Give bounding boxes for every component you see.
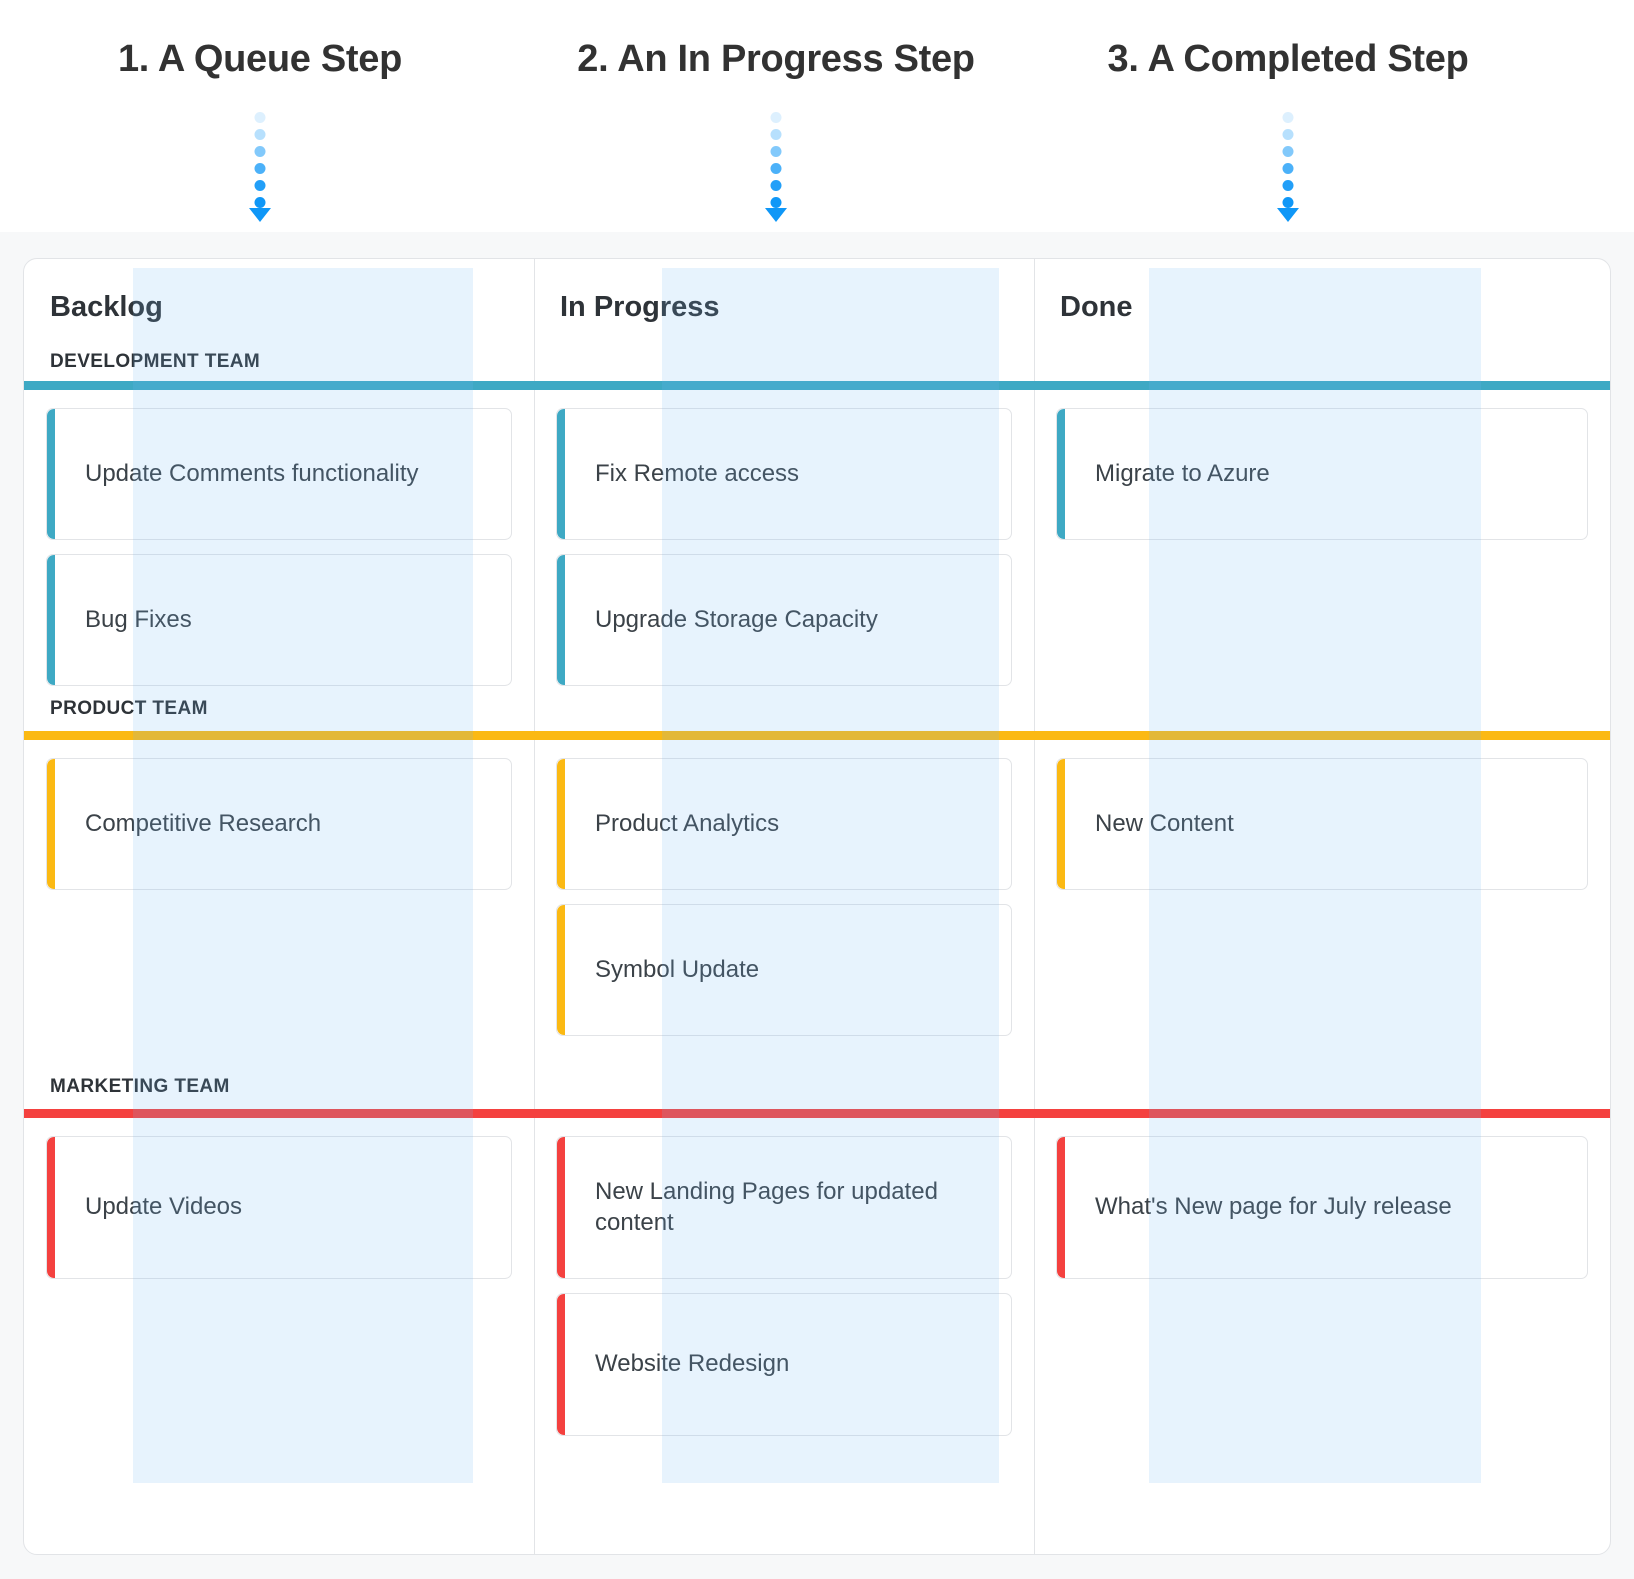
lane-development-backlog: Update Comments functionality Bug Fixes … xyxy=(24,381,534,731)
card-accent-bar xyxy=(47,759,55,889)
card[interactable]: Product Analytics xyxy=(556,758,1012,890)
card-title: Symbol Update xyxy=(595,955,760,983)
step-2-label: 2. An In Progress Step xyxy=(577,38,975,80)
column-done-header: Done xyxy=(1034,259,1610,381)
card-title: What's New page for July release xyxy=(1095,1193,1452,1221)
lane-product-backlog: Competitive Research MARKETING TEAM xyxy=(24,731,534,1109)
card[interactable]: Website Redesign xyxy=(556,1293,1012,1436)
column-title: In Progress xyxy=(560,291,720,323)
card[interactable]: Update Videos xyxy=(46,1136,512,1279)
lane-product-in-progress: Product Analytics Symbol Update xyxy=(534,731,1034,1109)
card-accent-bar xyxy=(1057,759,1065,889)
card[interactable]: Bug Fixes xyxy=(46,554,512,686)
lane-divider-product xyxy=(24,731,534,740)
lane-marketing-in-progress: New Landing Pages for updated content We… xyxy=(534,1109,1034,1436)
card-title: Upgrade Storage Capacity xyxy=(595,605,878,633)
card[interactable]: Update Comments functionality xyxy=(46,408,512,540)
column-separator xyxy=(1034,259,1035,1554)
board-background: Backlog DEVELOPMENT TEAM Update Comments… xyxy=(0,232,1634,1579)
lane-divider-product xyxy=(534,731,1034,740)
column-title: Backlog xyxy=(50,291,163,323)
card[interactable]: Symbol Update xyxy=(556,904,1012,1036)
lane-divider-marketing xyxy=(534,1109,1034,1118)
column-title: Done xyxy=(1060,291,1133,323)
column-backlog-header: Backlog DEVELOPMENT TEAM xyxy=(24,259,534,381)
lane-marketing-backlog: Update Videos xyxy=(24,1109,534,1429)
card-title: New Landing Pages for updated content xyxy=(595,1177,938,1236)
card-title: Competitive Research xyxy=(85,809,322,837)
card-title: Bug Fixes xyxy=(85,605,192,633)
step-3-label: 3. A Completed Step xyxy=(1107,38,1469,80)
card-accent-bar xyxy=(557,555,565,685)
card-accent-bar xyxy=(47,1137,55,1278)
step-annotations: 1. A Queue Step 2. An In Progress Step 3… xyxy=(0,0,1634,232)
card-title: Fix Remote access xyxy=(595,459,800,487)
card[interactable]: Upgrade Storage Capacity xyxy=(556,554,1012,686)
card[interactable]: New Landing Pages for updated content xyxy=(556,1136,1012,1279)
column-separator xyxy=(534,259,535,1554)
card-title: Migrate to Azure xyxy=(1095,459,1270,487)
column-done: Done Migrate to Azure xyxy=(1034,259,1610,1554)
card-title: Update Videos xyxy=(85,1193,243,1221)
column-in-progress: In Progress Fix Remote access Upgrade St… xyxy=(534,259,1034,1554)
lane-label-marketing: MARKETING TEAM xyxy=(50,1076,230,1097)
card-accent-bar xyxy=(1057,1137,1065,1278)
lane-label-product: PRODUCT TEAM xyxy=(50,698,208,719)
column-backlog: Backlog DEVELOPMENT TEAM Update Comments… xyxy=(24,259,534,1554)
arrow-down-dotted-icon xyxy=(1277,112,1299,222)
lane-development-done: Migrate to Azure xyxy=(1034,381,1610,731)
lane-divider-marketing xyxy=(1034,1109,1610,1118)
arrow-down-dotted-icon xyxy=(765,112,787,222)
card-accent-bar xyxy=(557,759,565,889)
step-3: 3. A Completed Step xyxy=(1028,0,1548,232)
step-1-label: 1. A Queue Step xyxy=(117,38,403,80)
lane-product-done: New Content xyxy=(1034,731,1610,1109)
kanban-board: Backlog DEVELOPMENT TEAM Update Comments… xyxy=(23,258,1611,1555)
lane-marketing-done: What's New page for July release xyxy=(1034,1109,1610,1429)
lane-divider-marketing xyxy=(24,1109,534,1118)
lane-divider-development xyxy=(24,381,534,390)
lane-development-in-progress: Fix Remote access Upgrade Storage Capaci… xyxy=(534,381,1034,731)
card[interactable]: Fix Remote access xyxy=(556,408,1012,540)
card-accent-bar xyxy=(557,1294,565,1435)
lane-divider-development xyxy=(1034,381,1610,390)
card-accent-bar xyxy=(47,555,55,685)
card-title: New Content xyxy=(1095,809,1234,837)
card-title: Update Comments functionality xyxy=(85,459,419,487)
card-accent-bar xyxy=(557,409,565,539)
card-accent-bar xyxy=(1057,409,1065,539)
lane-label-development: DEVELOPMENT TEAM xyxy=(50,351,261,372)
arrow-down-dotted-icon xyxy=(249,112,271,222)
lane-divider-development xyxy=(534,381,1034,390)
card[interactable]: What's New page for July release xyxy=(1056,1136,1588,1279)
step-2: 2. An In Progress Step xyxy=(516,0,1036,232)
card[interactable]: Migrate to Azure xyxy=(1056,408,1588,540)
lane-divider-product xyxy=(1034,731,1610,740)
card[interactable]: Competitive Research xyxy=(46,758,512,890)
card[interactable]: New Content xyxy=(1056,758,1588,890)
card-accent-bar xyxy=(557,905,565,1035)
step-1: 1. A Queue Step xyxy=(0,0,520,232)
card-accent-bar xyxy=(47,409,55,539)
card-accent-bar xyxy=(557,1137,565,1278)
card-title: Product Analytics xyxy=(595,809,780,837)
column-in-progress-header: In Progress xyxy=(534,259,1034,381)
card-title: Website Redesign xyxy=(595,1350,790,1378)
